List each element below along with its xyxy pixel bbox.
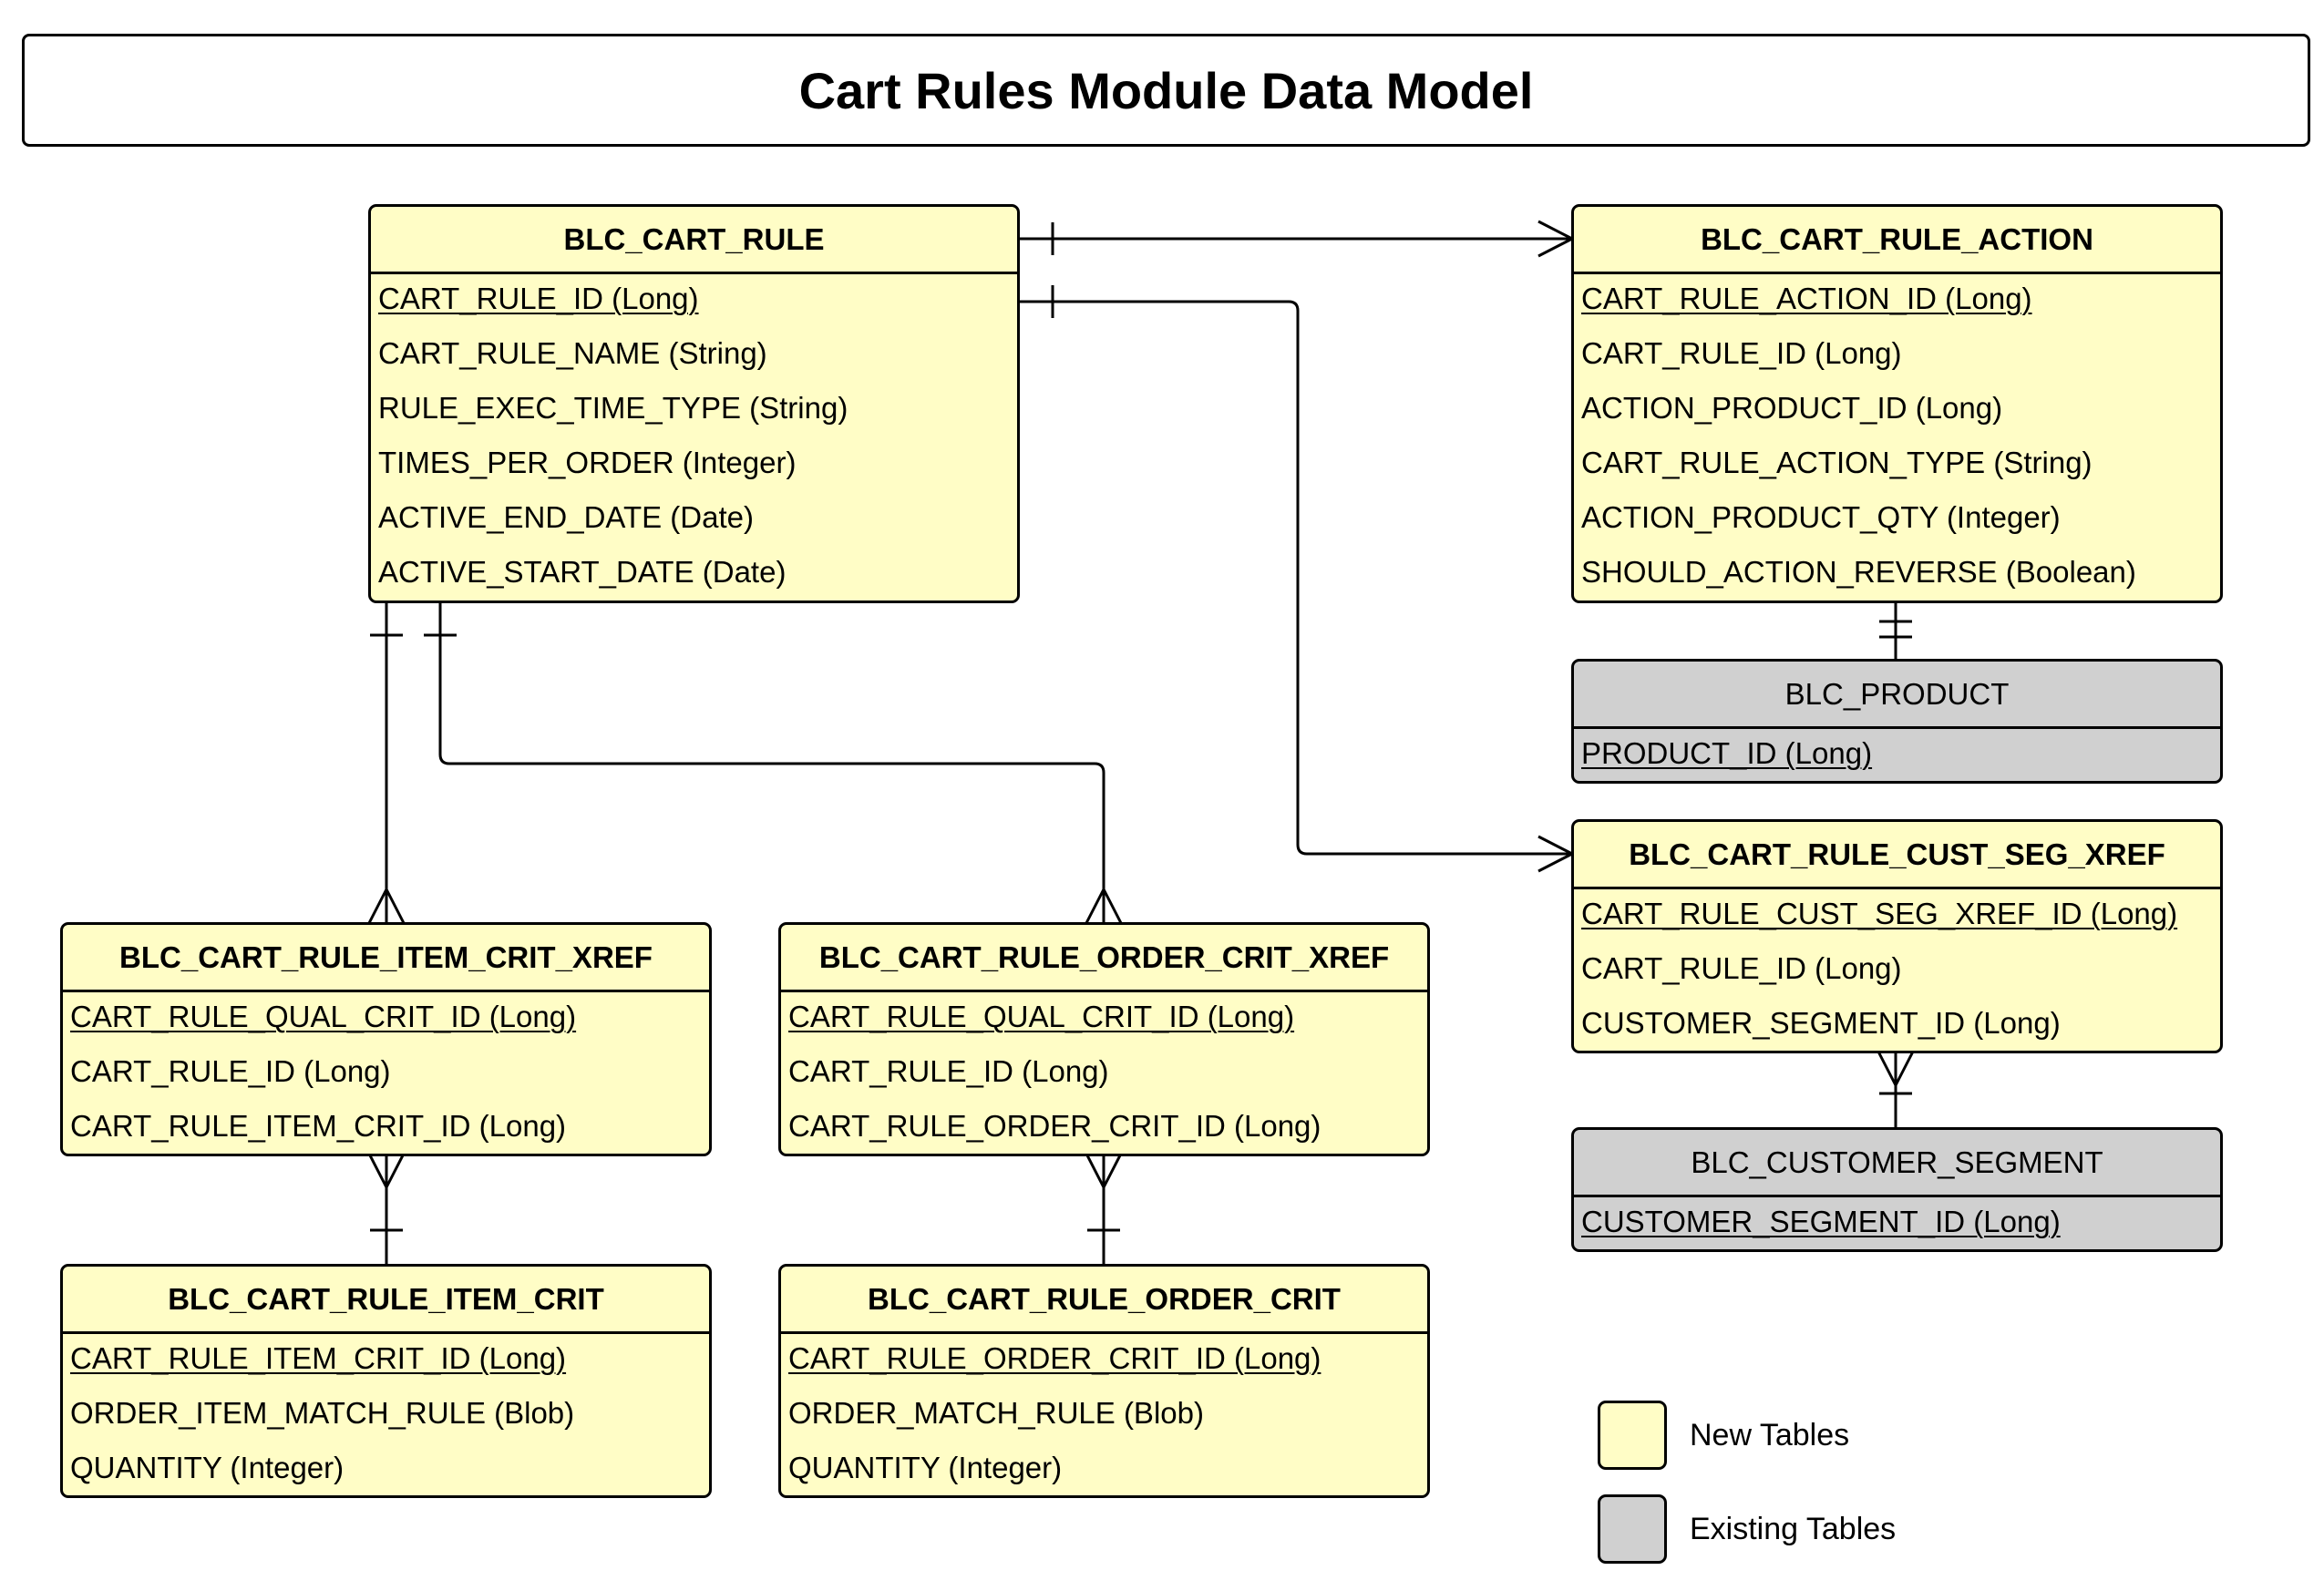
entity-blc-cart-rule-item-crit-xref: BLC_CART_RULE_ITEM_CRIT_XREF CART_RULE_Q… [60, 922, 712, 1156]
entity-name: BLC_CART_RULE_ITEM_CRIT [63, 1267, 709, 1334]
legend-swatch-new [1598, 1401, 1667, 1470]
entity-blc-cart-rule-action: BLC_CART_RULE_ACTION CART_RULE_ACTION_ID… [1571, 204, 2223, 603]
rel-action-to-product [1879, 601, 1912, 660]
rel-cust-seg-xref-to-customer-segment [1877, 1051, 1915, 1128]
entity-field: QUANTITY (Integer) [70, 1451, 344, 1484]
entity-field: CART_RULE_ACTION_TYPE (String) [1581, 446, 2093, 479]
entity-name: BLC_CUSTOMER_SEGMENT [1574, 1130, 2220, 1197]
entity-field-primary-key: CUSTOMER_SEGMENT_ID (Long) [1581, 1205, 2061, 1238]
entity-field-primary-key: CART_RULE_QUAL_CRIT_ID (Long) [70, 1000, 577, 1033]
entity-blc-customer-segment: BLC_CUSTOMER_SEGMENT CUSTOMER_SEGMENT_ID… [1571, 1127, 2223, 1252]
rel-cart-rule-to-cust-seg-xref [1019, 285, 1573, 873]
rel-cart-rule-to-item-crit-xref [367, 601, 406, 924]
entity-field-primary-key: CART_RULE_QUAL_CRIT_ID (Long) [788, 1000, 1295, 1033]
entity-field: ACTIVE_END_DATE (Date) [378, 500, 754, 534]
entity-blc-cart-rule-order-crit: BLC_CART_RULE_ORDER_CRIT CART_RULE_ORDER… [778, 1264, 1430, 1498]
entity-field: CART_RULE_ID (Long) [70, 1054, 391, 1088]
entity-blc-cart-rule-item-crit: BLC_CART_RULE_ITEM_CRIT CART_RULE_ITEM_C… [60, 1264, 712, 1498]
rel-order-crit-xref-to-order-crit [1085, 1153, 1123, 1265]
rel-cart-rule-to-order-crit-xref [424, 601, 1123, 924]
entity-field: TIMES_PER_ORDER (Integer) [378, 446, 797, 479]
entity-blc-product: BLC_PRODUCT PRODUCT_ID (Long) [1571, 659, 2223, 784]
entity-name: BLC_CART_RULE_ORDER_CRIT_XREF [781, 925, 1427, 992]
entity-field: RULE_EXEC_TIME_TYPE (String) [378, 391, 848, 425]
entity-name: BLC_PRODUCT [1574, 662, 2220, 729]
diagram-title: Cart Rules Module Data Model [798, 61, 1534, 119]
entity-blc-cart-rule-order-crit-xref: BLC_CART_RULE_ORDER_CRIT_XREF CART_RULE_… [778, 922, 1430, 1156]
entity-field-primary-key: CART_RULE_ID (Long) [378, 282, 699, 315]
entity-field: ACTION_PRODUCT_QTY (Integer) [1581, 500, 2061, 534]
entity-blc-cart-rule: BLC_CART_RULE CART_RULE_ID (Long) CART_R… [368, 204, 1020, 603]
entity-field: CART_RULE_ITEM_CRIT_ID (Long) [70, 1109, 567, 1143]
entity-field: ACTIVE_START_DATE (Date) [378, 555, 787, 589]
rel-item-crit-xref-to-item-crit [367, 1153, 406, 1265]
entity-name: BLC_CART_RULE_ORDER_CRIT [781, 1267, 1427, 1334]
entity-field: ORDER_MATCH_RULE (Blob) [788, 1396, 1204, 1430]
entity-field-primary-key: CART_RULE_CUST_SEG_XREF_ID (Long) [1581, 897, 2178, 930]
entity-field: CART_RULE_ID (Long) [1581, 336, 1902, 370]
entity-field: CART_RULE_ORDER_CRIT_ID (Long) [788, 1109, 1321, 1143]
entity-field: CART_RULE_ID (Long) [788, 1054, 1109, 1088]
entity-field: CUSTOMER_SEGMENT_ID (Long) [1581, 1006, 2061, 1040]
entity-field: ACTION_PRODUCT_ID (Long) [1581, 391, 2003, 425]
legend-item-new-tables: New Tables [1598, 1401, 1849, 1470]
entity-field: ORDER_ITEM_MATCH_RULE (Blob) [70, 1396, 575, 1430]
entity-blc-cart-rule-cust-seg-xref: BLC_CART_RULE_CUST_SEG_XREF CART_RULE_CU… [1571, 819, 2223, 1053]
entity-field: SHOULD_ACTION_REVERSE (Boolean) [1581, 555, 2136, 589]
entity-field: CART_RULE_ID (Long) [1581, 951, 1902, 985]
legend-item-existing-tables: Existing Tables [1598, 1494, 1896, 1564]
entity-name: BLC_CART_RULE_CUST_SEG_XREF [1574, 822, 2220, 889]
diagram-title-box: Cart Rules Module Data Model [22, 34, 2310, 147]
entity-field-primary-key: PRODUCT_ID (Long) [1581, 736, 1873, 770]
entity-name: BLC_CART_RULE_ITEM_CRIT_XREF [63, 925, 709, 992]
legend-label: New Tables [1690, 1417, 1850, 1452]
entity-name: BLC_CART_RULE [371, 207, 1017, 274]
legend-label: Existing Tables [1690, 1511, 1897, 1546]
entity-field-primary-key: CART_RULE_ORDER_CRIT_ID (Long) [788, 1341, 1321, 1375]
entity-field-primary-key: CART_RULE_ITEM_CRIT_ID (Long) [70, 1341, 567, 1375]
entity-name: BLC_CART_RULE_ACTION [1574, 207, 2220, 274]
rel-cart-rule-to-action [1019, 220, 1573, 258]
entity-field-primary-key: CART_RULE_ACTION_ID (Long) [1581, 282, 2032, 315]
entity-field: CART_RULE_NAME (String) [378, 336, 767, 370]
legend-swatch-existing [1598, 1494, 1667, 1564]
entity-field: QUANTITY (Integer) [788, 1451, 1063, 1484]
